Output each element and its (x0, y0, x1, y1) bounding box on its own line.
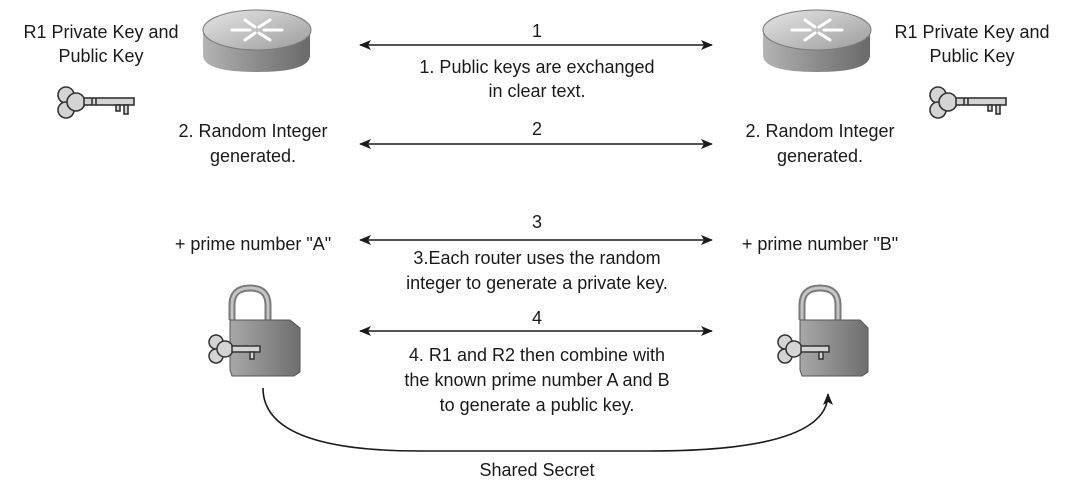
step-4-line1: 4. R1 and R2 then combine with (408, 345, 666, 365)
step-1-number: 1 (531, 21, 543, 41)
router-left-icon (202, 9, 312, 72)
shared-secret-label: Shared Secret (479, 460, 595, 480)
left-random-line2: generated. (209, 146, 297, 166)
left-prime-label: + prime number "A" (174, 234, 332, 254)
left-random-line1: 2. Random Integer (178, 121, 328, 141)
padlock-left-icon (208, 284, 301, 377)
step-4-line3: to generate a public key. (439, 395, 635, 415)
step-4-line2: the known prime number A and B (404, 370, 670, 390)
left-key-caption-line2: Public Key (58, 46, 144, 66)
left-key-caption-line1: R1 Private Key and (23, 22, 179, 42)
step-1-line2: in clear text. (488, 81, 586, 101)
right-prime-label: + prime number "B" (741, 234, 899, 254)
router-right-icon (762, 9, 872, 72)
step-2-number: 2 (531, 119, 543, 139)
right-key-caption-line1: R1 Private Key and (894, 22, 1050, 42)
step-3-line1: 3.Each router uses the random (413, 248, 661, 268)
key-left-icon (57, 86, 135, 119)
shared-secret-arrow (262, 387, 833, 452)
padlock-right-icon (777, 284, 869, 377)
step-4-number: 4 (531, 308, 543, 328)
right-random-line1: 2. Random Integer (745, 121, 895, 141)
key-right-icon (929, 86, 1007, 119)
step-3-number: 3 (531, 212, 543, 232)
right-key-caption-line2: Public Key (929, 46, 1015, 66)
step-1-line1: 1. Public keys are exchanged (419, 57, 655, 77)
step-3-line2: integer to generate a private key. (406, 273, 668, 293)
right-random-line2: generated. (776, 146, 864, 166)
